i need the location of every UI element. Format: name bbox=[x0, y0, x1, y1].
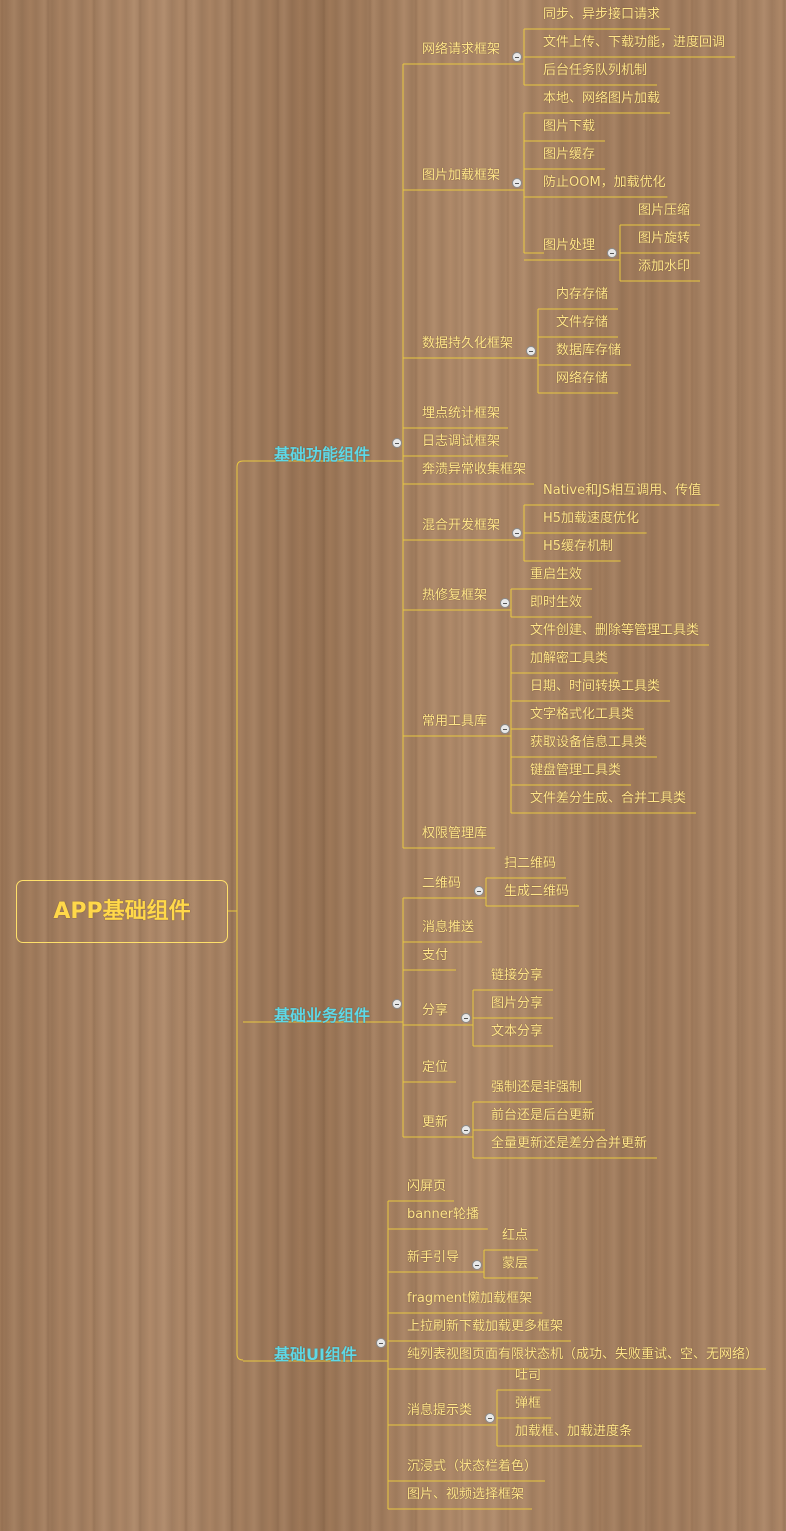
subtopic-1-3-0[interactable]: 链接分享 bbox=[491, 968, 544, 983]
collapse-toggle-0-9[interactable] bbox=[500, 724, 510, 734]
subtopic-1-0-0[interactable]: 扫二维码 bbox=[504, 856, 557, 871]
collapse-toggle-0-0[interactable] bbox=[512, 52, 522, 62]
subtopic-0-3-2[interactable]: 数据库存储 bbox=[556, 343, 622, 358]
topic-1-5[interactable]: 更新 bbox=[422, 1115, 449, 1130]
subtopic-0-8-1[interactable]: 即时生效 bbox=[530, 595, 583, 610]
subtopic-0-9-4[interactable]: 获取设备信息工具类 bbox=[530, 735, 648, 750]
subtopic-1-5-2[interactable]: 全量更新还是差分合并更新 bbox=[491, 1136, 648, 1151]
topic-2-2[interactable]: 新手引导 bbox=[407, 1250, 460, 1265]
subtopic-0-0-1[interactable]: 文件上传、下载功能，进度回调 bbox=[543, 35, 726, 50]
topic-2-4[interactable]: 上拉刷新下载加载更多框架 bbox=[407, 1319, 564, 1334]
subtopic-0-1-1[interactable]: 图片下载 bbox=[543, 119, 596, 134]
subtopic-0-7-0[interactable]: Native和JS相互调用、传值 bbox=[543, 483, 702, 498]
topic-0-0[interactable]: 网络请求框架 bbox=[422, 42, 501, 57]
collapse-toggle-1-3[interactable] bbox=[461, 1013, 471, 1023]
topic-0-3[interactable]: 数据持久化框架 bbox=[422, 336, 514, 351]
topic-0-9[interactable]: 常用工具库 bbox=[422, 714, 488, 729]
collapse-toggle-0-3[interactable] bbox=[526, 346, 536, 356]
root-topic[interactable]: APP基础组件 bbox=[16, 880, 228, 943]
topic-0-8[interactable]: 热修复框架 bbox=[422, 588, 488, 603]
subtopic-0-8-0[interactable]: 重启生效 bbox=[530, 567, 583, 582]
subtopic-0-1-3[interactable]: 防止OOM，加载优化 bbox=[543, 175, 666, 190]
collapse-toggle-2-2[interactable] bbox=[472, 1260, 482, 1270]
subtopic-1-3-2[interactable]: 文本分享 bbox=[491, 1024, 544, 1039]
subtopic-0-1-2[interactable]: 图片缓存 bbox=[543, 147, 596, 162]
topic-2-5[interactable]: 纯列表视图页面有限状态机（成功、失败重试、空、无网络） bbox=[407, 1347, 759, 1362]
topic-0-7[interactable]: 混合开发框架 bbox=[422, 518, 501, 533]
collapse-toggle-branch-1[interactable] bbox=[392, 438, 402, 448]
collapse-toggle-1-0[interactable] bbox=[474, 886, 484, 896]
subtopic-0-9-3[interactable]: 文字格式化工具类 bbox=[530, 707, 635, 722]
topic-1-4[interactable]: 定位 bbox=[422, 1060, 449, 1075]
topic-1-1[interactable]: 消息推送 bbox=[422, 920, 475, 935]
subtopic-0-9-1[interactable]: 加解密工具类 bbox=[530, 651, 609, 666]
topic-0-5[interactable]: 日志调试框架 bbox=[422, 434, 501, 449]
subtopic-2-2-1[interactable]: 蒙层 bbox=[502, 1256, 529, 1271]
branch-topic-2[interactable]: 基础业务组件 bbox=[274, 1006, 371, 1025]
topic-1-3[interactable]: 分享 bbox=[422, 1003, 449, 1018]
topic-1-2[interactable]: 支付 bbox=[422, 948, 449, 963]
subtopic-0-3-3[interactable]: 网络存储 bbox=[556, 371, 609, 386]
collapse-toggle-0-8[interactable] bbox=[500, 598, 510, 608]
subtopic-0-2-0[interactable]: 图片压缩 bbox=[638, 203, 691, 218]
subtopic-1-3-1[interactable]: 图片分享 bbox=[491, 996, 544, 1011]
subtopic-0-0-2[interactable]: 后台任务队列机制 bbox=[543, 63, 648, 78]
subtopic-0-9-0[interactable]: 文件创建、删除等管理工具类 bbox=[530, 623, 700, 638]
subtopic-0-3-0[interactable]: 内存存储 bbox=[556, 287, 609, 302]
collapse-toggle-0-2[interactable] bbox=[607, 248, 617, 258]
subtopic-2-2-0[interactable]: 红点 bbox=[502, 1228, 529, 1243]
topic-0-10[interactable]: 权限管理库 bbox=[422, 826, 488, 841]
subtopic-0-2-1[interactable]: 图片旋转 bbox=[638, 231, 691, 246]
branch-topic-3[interactable]: 基础UI组件 bbox=[274, 1345, 357, 1364]
subtopic-0-0-0[interactable]: 同步、异步接口请求 bbox=[543, 7, 661, 22]
subtopic-0-7-1[interactable]: H5加载速度优化 bbox=[543, 511, 640, 526]
collapse-toggle-0-1[interactable] bbox=[512, 178, 522, 188]
subtopic-2-6-0[interactable]: 吐司 bbox=[515, 1368, 542, 1383]
subtopic-0-1-0[interactable]: 本地、网络图片加载 bbox=[543, 91, 661, 106]
branch-topic-1[interactable]: 基础功能组件 bbox=[274, 445, 371, 464]
subtopic-0-9-5[interactable]: 键盘管理工具类 bbox=[530, 763, 622, 778]
subtopic-0-3-1[interactable]: 文件存储 bbox=[556, 315, 609, 330]
topic-2-6[interactable]: 消息提示类 bbox=[407, 1403, 473, 1418]
subtopic-1-5-1[interactable]: 前台还是后台更新 bbox=[491, 1108, 596, 1123]
topic-2-8[interactable]: 图片、视频选择框架 bbox=[407, 1487, 525, 1502]
subtopic-1-0-1[interactable]: 生成二维码 bbox=[504, 884, 570, 899]
topic-0-6[interactable]: 奔溃异常收集框架 bbox=[422, 462, 527, 477]
topic-0-4[interactable]: 埋点统计框架 bbox=[422, 406, 501, 421]
topic-2-1[interactable]: banner轮播 bbox=[407, 1207, 480, 1222]
subtopic-2-6-1[interactable]: 弹框 bbox=[515, 1396, 542, 1411]
topic-0-1[interactable]: 图片加载框架 bbox=[422, 168, 501, 183]
topic-2-0[interactable]: 闪屏页 bbox=[407, 1179, 447, 1194]
collapse-toggle-branch-3[interactable] bbox=[376, 1338, 386, 1348]
topic-1-0[interactable]: 二维码 bbox=[422, 876, 462, 891]
subtopic-0-9-6[interactable]: 文件差分生成、合并工具类 bbox=[530, 791, 687, 806]
topic-2-7[interactable]: 沉浸式（状态栏着色） bbox=[407, 1459, 538, 1474]
subtopic-0-7-2[interactable]: H5缓存机制 bbox=[543, 539, 614, 554]
subtopic-0-2-2[interactable]: 添加水印 bbox=[638, 259, 691, 274]
collapse-toggle-1-5[interactable] bbox=[461, 1125, 471, 1135]
topic-2-3[interactable]: fragment懒加载框架 bbox=[407, 1291, 533, 1306]
subtopic-1-5-0[interactable]: 强制还是非强制 bbox=[491, 1080, 583, 1095]
collapse-toggle-2-6[interactable] bbox=[485, 1413, 495, 1423]
collapse-toggle-0-7[interactable] bbox=[512, 528, 522, 538]
subtopic-2-6-2[interactable]: 加载框、加载进度条 bbox=[515, 1424, 633, 1439]
subtopic-0-9-2[interactable]: 日期、时间转换工具类 bbox=[530, 679, 661, 694]
topic-0-2[interactable]: 图片处理 bbox=[543, 238, 596, 253]
collapse-toggle-branch-2[interactable] bbox=[392, 999, 402, 1009]
